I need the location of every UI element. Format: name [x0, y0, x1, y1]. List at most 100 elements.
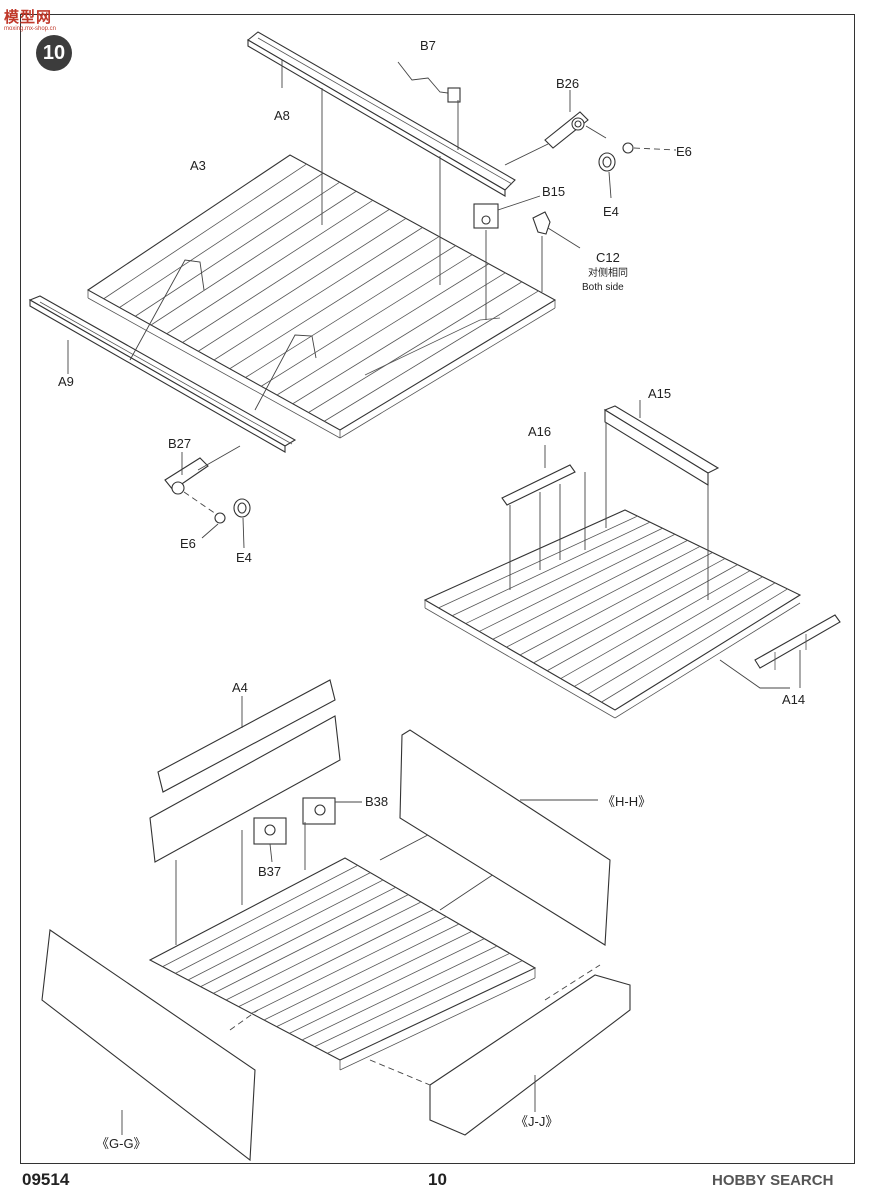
guide-line — [229, 1009, 259, 1031]
watermark-url: moxing.mx-shop.cn — [4, 26, 57, 32]
part-b27 — [164, 457, 209, 495]
label-b15: B15 — [542, 184, 565, 199]
page-number: 10 — [428, 1170, 447, 1189]
plank-line — [245, 245, 456, 378]
label-a16: A16 — [528, 424, 551, 439]
plank-line — [560, 570, 751, 679]
label-leader — [242, 517, 245, 549]
label-j-j: 《J-J》 — [515, 1114, 558, 1129]
rail-part-a14 — [754, 614, 841, 670]
watermark-title: 模型网 — [4, 9, 53, 26]
label-g-g: 《G-G》 — [96, 1136, 147, 1151]
plank-line — [175, 872, 371, 974]
label-c12-note-en: Both side — [582, 282, 624, 293]
plank-line — [479, 533, 676, 632]
plank-line — [263, 923, 460, 1021]
plank-line — [166, 199, 374, 335]
plank-line — [187, 879, 384, 981]
part-e6-top — [622, 142, 634, 154]
guide-line — [504, 143, 549, 166]
part-b26 — [544, 111, 589, 149]
watermark-logo: 模型网 moxing.mx-shop.cn — [2, 6, 70, 32]
plank-line — [519, 552, 713, 656]
plank-line — [492, 540, 688, 640]
plank-line — [292, 272, 506, 405]
label-leader — [633, 147, 677, 151]
label-c12: C12 — [596, 250, 620, 265]
guide-line — [585, 125, 607, 139]
label-a3: A3 — [190, 158, 206, 173]
guide-line — [544, 964, 601, 1001]
part-e4-top — [598, 152, 616, 172]
plank-line — [327, 960, 523, 1054]
plank-line — [289, 938, 485, 1034]
plank-line — [533, 558, 726, 664]
side-panel-j-j — [429, 974, 631, 1136]
label-b37: B37 — [258, 864, 281, 879]
label-a4: A4 — [232, 680, 248, 695]
plank-line — [276, 930, 472, 1028]
plank-line — [451, 521, 651, 617]
part-b37 — [253, 817, 287, 845]
label-leader — [497, 195, 541, 211]
part-b15 — [473, 203, 499, 229]
label-b27: B27 — [168, 436, 191, 451]
plank-line — [301, 945, 498, 1041]
plank-line — [238, 908, 434, 1008]
label-b38: B38 — [365, 794, 388, 809]
plank-line — [135, 181, 340, 317]
guide-line — [254, 334, 317, 411]
guide-lines-a16 — [509, 472, 586, 590]
label-a8: A8 — [274, 108, 290, 123]
side-panel-a4 — [149, 679, 341, 863]
part-e4-left — [233, 498, 251, 518]
side-panel-g-g — [41, 929, 256, 1162]
rail-part-a9 — [28, 295, 297, 453]
guide-line — [369, 1059, 431, 1086]
label-h-h: 《H-H》 — [602, 794, 651, 809]
part-b38 — [302, 797, 336, 825]
plank-line — [198, 218, 407, 352]
guide-lines-lower — [175, 822, 501, 945]
label-e6-left: E6 — [180, 536, 196, 551]
plank-line — [200, 886, 396, 988]
plank-line — [213, 227, 423, 361]
label-c12-note-cn: 对侧相同 — [588, 266, 628, 279]
guide-line — [197, 445, 241, 471]
label-leader — [201, 523, 219, 539]
product-code: 09514 — [22, 1170, 70, 1189]
guide-line — [129, 259, 205, 361]
plank-line — [119, 172, 324, 308]
rail-part-a16 — [501, 464, 576, 506]
plank-line — [261, 254, 473, 387]
side-panel-h-h — [399, 729, 611, 946]
part-c12 — [532, 211, 551, 235]
part-e6-left — [214, 512, 226, 524]
plank-line — [438, 515, 638, 609]
plank-line — [251, 916, 447, 1014]
plank-line — [546, 564, 738, 672]
page-frame — [20, 14, 855, 1164]
plank-line — [587, 582, 776, 695]
guide-line — [183, 491, 217, 515]
plank-line — [213, 894, 409, 994]
part-b7 — [397, 61, 461, 103]
floor-panel-lower — [148, 857, 537, 1071]
plank-line — [276, 263, 489, 396]
step-number-badge: 10 — [36, 35, 72, 71]
plank-line — [229, 236, 440, 370]
plank-line — [162, 864, 358, 968]
plank-line — [574, 576, 763, 687]
plank-line — [601, 588, 788, 703]
label-leader — [547, 227, 581, 249]
rail-part-a8 — [247, 31, 516, 197]
label-leader — [608, 171, 612, 199]
guide-line — [719, 659, 790, 689]
floor-panel-right — [423, 509, 802, 719]
plank-line — [103, 163, 307, 300]
label-b26: B26 — [556, 76, 579, 91]
plank-line — [465, 527, 663, 624]
label-leader — [269, 843, 273, 863]
label-a14: A14 — [782, 692, 805, 707]
